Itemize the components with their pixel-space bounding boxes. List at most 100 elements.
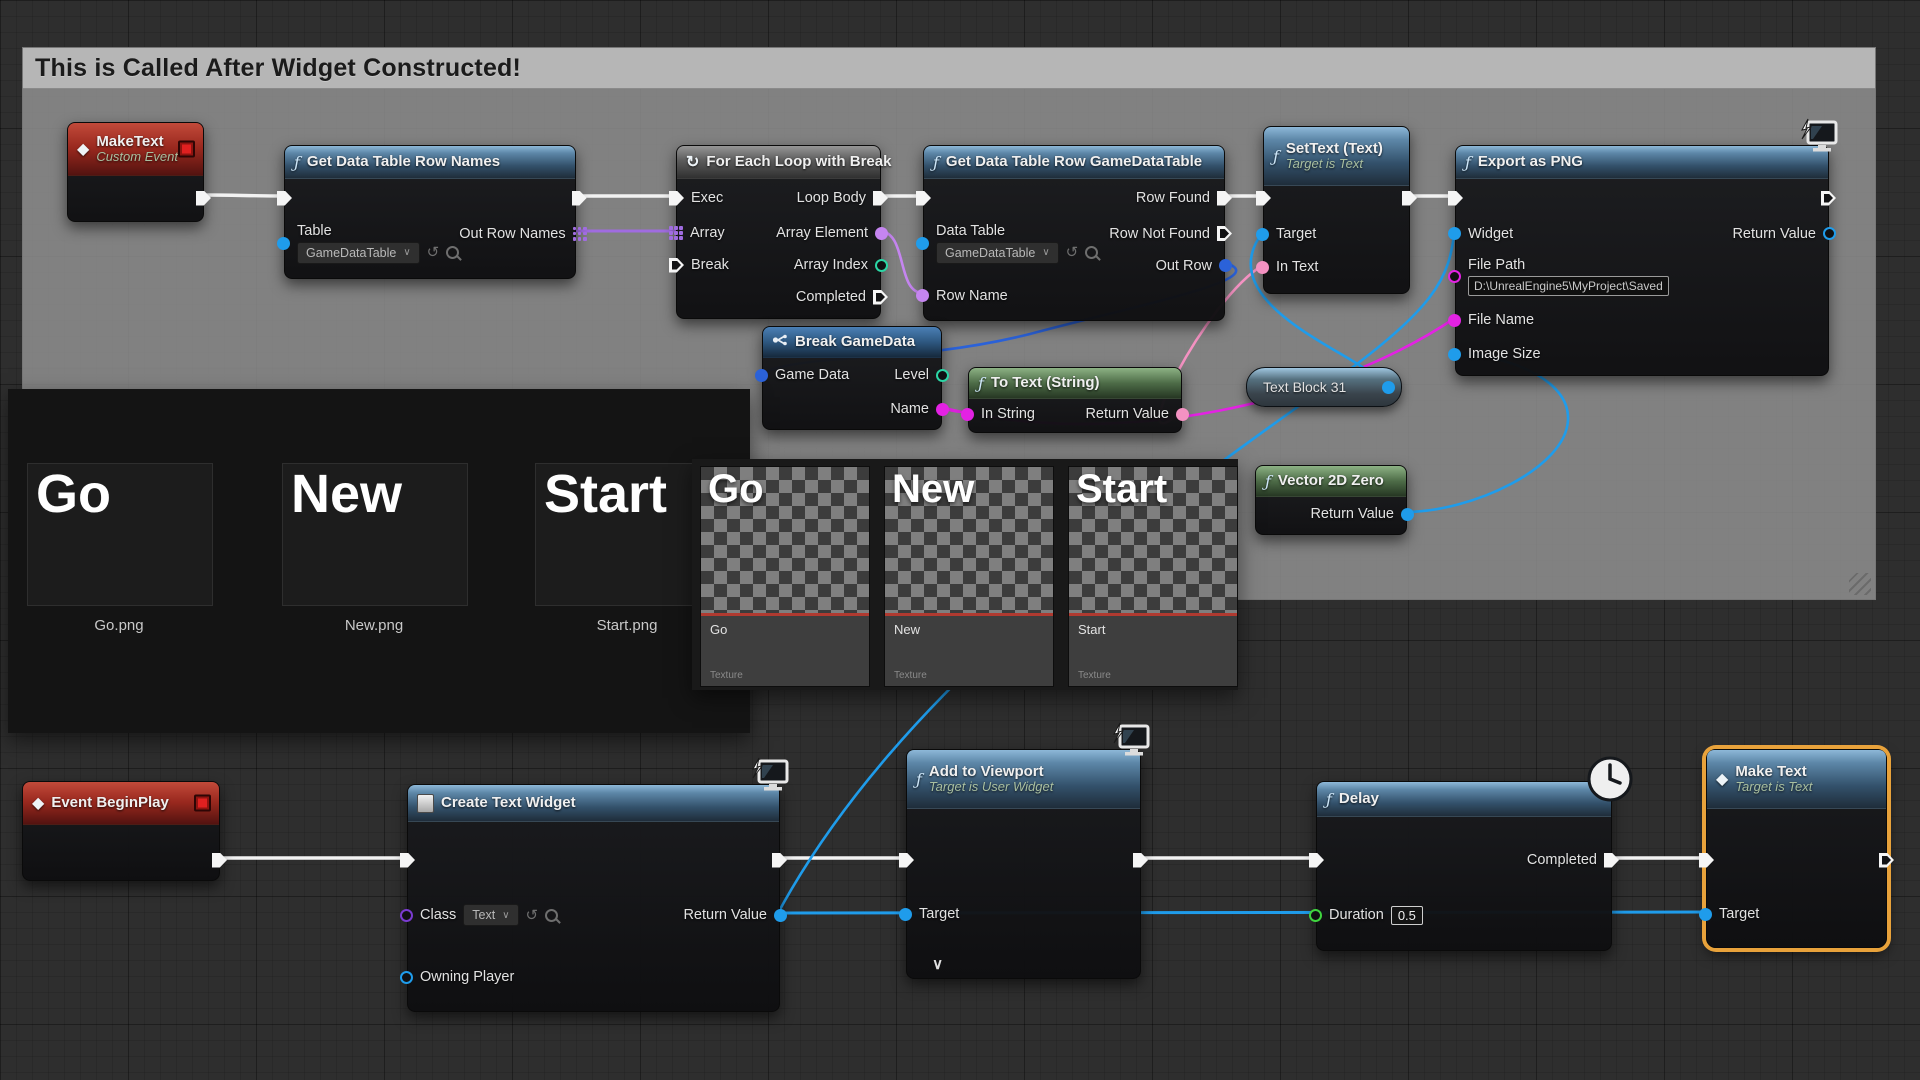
node-header[interactable]: Create Text Widget [408,785,779,822]
exec-out-pin[interactable] [196,190,211,206]
dropdown-select[interactable]: GameDataTable∨ [936,241,1059,264]
owning-player-pin[interactable] [400,970,413,984]
texture-tile-new[interactable]: New New Texture [884,466,1054,687]
level-pin[interactable] [936,368,949,382]
duration-pin[interactable] [1309,908,1322,922]
array-index-pin[interactable] [875,258,888,272]
target-pin[interactable] [1256,227,1269,241]
loop-body-pin[interactable] [873,190,888,206]
reset-icon[interactable]: ↺ [1065,244,1079,261]
comment-resize-handle[interactable] [1849,573,1871,595]
asset-card-new[interactable]: New [282,463,468,606]
return-value-pin[interactable] [1823,227,1836,240]
text-block-out-pin[interactable] [1382,380,1395,394]
target-pin[interactable] [899,907,912,921]
class-pin[interactable] [400,908,413,922]
exec-in-pin[interactable] [916,190,931,206]
exec-in-pin[interactable] [1256,190,1271,206]
return-value-pin[interactable] [1176,407,1189,421]
exec-in-pin[interactable] [1309,852,1324,868]
node-event-begin-play[interactable]: ◆Event BeginPlay [22,781,227,881]
exec-in-pin[interactable] [899,852,914,868]
texture-tile-start[interactable]: Start Start Texture [1068,466,1238,687]
exec-in-pin[interactable] [669,190,684,206]
row-name-pin[interactable] [916,289,929,302]
exec-out-pin[interactable] [1133,852,1148,868]
in-string-pin[interactable] [961,407,974,421]
exec-out-pin[interactable] [772,852,787,868]
expand-chevron-icon[interactable]: ∨ [932,956,944,973]
out-row-names-pin[interactable] [572,226,587,241]
filepath-input[interactable]: D:\UnrealEngine5\MyProject\Saved [1468,275,1669,296]
node-header[interactable]: ◆Event BeginPlay [23,782,219,825]
data-table-pin[interactable] [916,236,929,250]
asset-card-start[interactable]: Start [535,463,721,606]
exec-out-pin[interactable] [1821,190,1836,206]
completed-pin[interactable] [873,289,888,305]
row-found-pin[interactable] [1217,190,1232,206]
name-pin[interactable] [936,402,949,416]
exec-in-pin[interactable] [1448,190,1463,206]
number-input[interactable]: 0.5 [1390,905,1423,925]
asset-card-go[interactable]: Go [27,463,213,606]
dropdown-select[interactable]: Text∨ [463,904,519,926]
exec-in-pin[interactable] [1699,852,1714,868]
row-not-found-pin[interactable] [1217,226,1232,241]
break-pin[interactable] [669,257,684,273]
exec-out-pin[interactable] [571,190,587,206]
exec-out-pin[interactable] [1402,190,1417,206]
reset-icon[interactable]: ↺ [426,244,440,261]
array-pin[interactable] [669,226,683,240]
node-header[interactable]: Break GameData [763,327,941,358]
file-path-pin[interactable] [1448,269,1461,283]
exec-in-pin[interactable] [277,190,292,206]
advanced-pins-toggle[interactable]: ∨ [916,949,959,979]
reset-icon[interactable]: ↺ [525,906,539,924]
comment-title-bar[interactable]: This is Called After Widget Constructed! [23,48,1875,89]
return-value-pin[interactable] [1401,507,1414,521]
return-value-pin[interactable] [774,908,787,922]
game-data-pin[interactable] [755,368,768,382]
image-size-pin[interactable] [1448,347,1461,361]
file-name-pin[interactable] [1448,313,1461,327]
texture-tile-go[interactable]: Go Go Texture [700,466,870,687]
in-text-pin[interactable] [1256,260,1269,274]
table-pin[interactable] [277,236,290,250]
search-icon[interactable] [1085,246,1099,259]
node-header[interactable]: ↻For Each Loop with Break [677,146,891,179]
node-text-block-31[interactable]: Text Block 31 [1246,367,1402,407]
search-icon[interactable] [545,908,559,922]
exec-out-pin[interactable] [212,852,227,868]
array-element-pin[interactable] [875,226,888,240]
completed-pin[interactable] [1604,852,1619,868]
out-row-pin[interactable] [1219,259,1232,272]
exec-in-pin[interactable] [400,852,415,868]
widget-pin[interactable] [1448,227,1461,240]
exec-out-pin[interactable] [1879,852,1894,868]
target-pin[interactable] [1699,907,1712,921]
dropdown-select[interactable]: GameDataTable∨ [297,241,420,264]
